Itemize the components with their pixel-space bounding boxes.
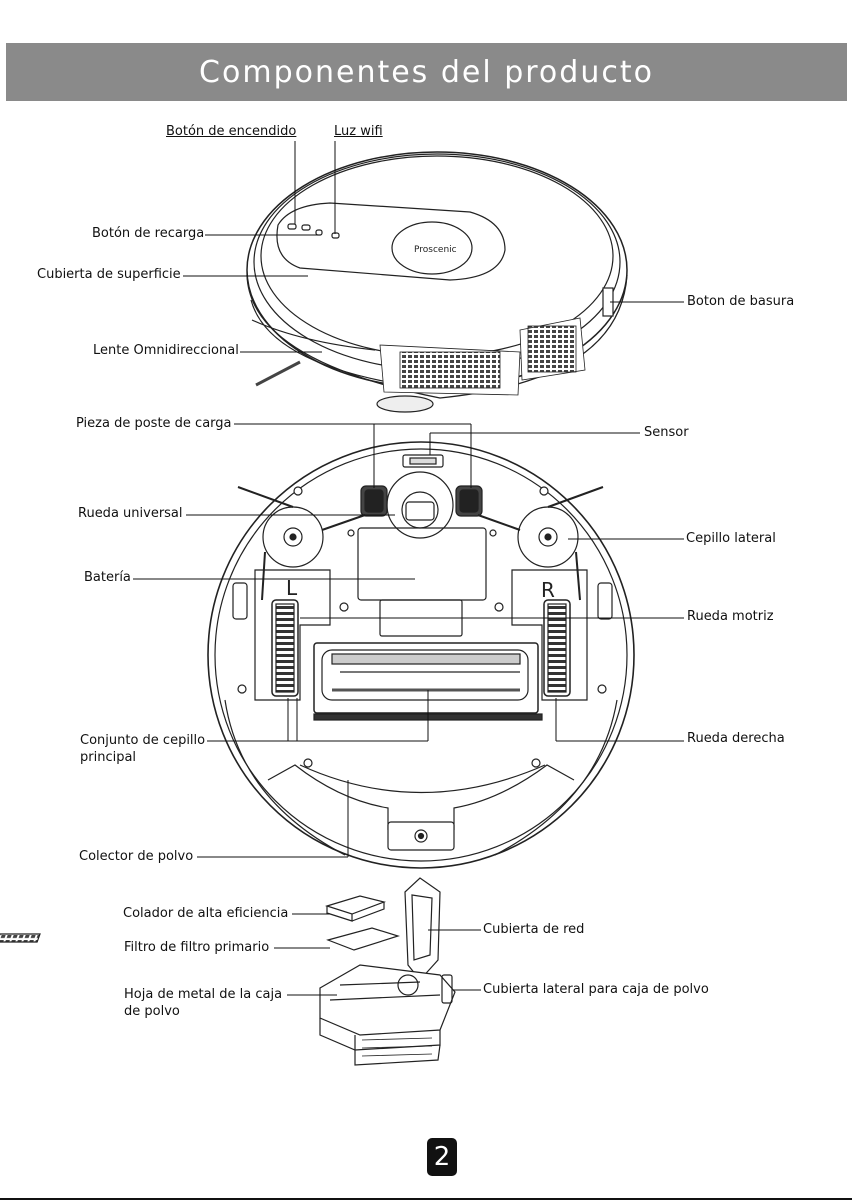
label-drive-wheel: Rueda motriz: [687, 609, 774, 624]
label-wifi-light: Luz wifi: [334, 124, 383, 139]
title-banner: Componentes del producto: [6, 43, 847, 101]
label-metal-sheet-line1: Hoja de metal de la caja: [124, 987, 283, 1002]
label-power-button: Botón de encendido: [166, 124, 297, 139]
dustbin-exploded-view: [0, 877, 456, 1066]
label-battery: Batería: [84, 570, 131, 585]
label-universal-wheel: Rueda universal: [78, 506, 183, 521]
right-wheel-mark: R: [541, 578, 555, 602]
label-trash-button: Boton de basura: [687, 294, 795, 309]
label-side-cover: Cubierta lateral para caja de polvo: [483, 982, 709, 997]
label-dust-collector: Colector de polvo: [79, 849, 194, 864]
bottom-rule: [0, 1198, 852, 1200]
robot-bottom-view: L R: [207, 441, 635, 869]
robot-top-view: Proscenic: [246, 151, 628, 413]
label-hepa: Colador de alta eficiencia: [123, 906, 289, 921]
label-sensor: Sensor: [644, 425, 689, 440]
brand-logo: Proscenic: [414, 245, 457, 255]
label-side-brush: Cepillo lateral: [686, 531, 776, 546]
label-main-brush-line1: Conjunto de cepillo: [80, 733, 206, 748]
label-surface-cover: Cubierta de superficie: [37, 267, 181, 282]
label-net-cover: Cubierta de red: [483, 922, 585, 937]
label-omni-lens: Lente Omnidireccional: [93, 343, 239, 358]
label-main-brush-line2: principal: [80, 750, 137, 765]
leader-lines: [133, 141, 684, 996]
label-metal-sheet-line2: de polvo: [124, 1004, 180, 1019]
label-right-wheel: Rueda derecha: [687, 731, 785, 746]
page-title: Componentes del producto: [199, 54, 654, 90]
label-charging-post: Pieza de poste de carga: [76, 416, 232, 431]
page-number: 2: [427, 1138, 457, 1176]
label-primary-filter: Filtro de filtro primario: [124, 940, 270, 955]
label-recharge-button: Botón de recarga: [92, 226, 205, 241]
left-wheel-mark: L: [286, 576, 298, 600]
